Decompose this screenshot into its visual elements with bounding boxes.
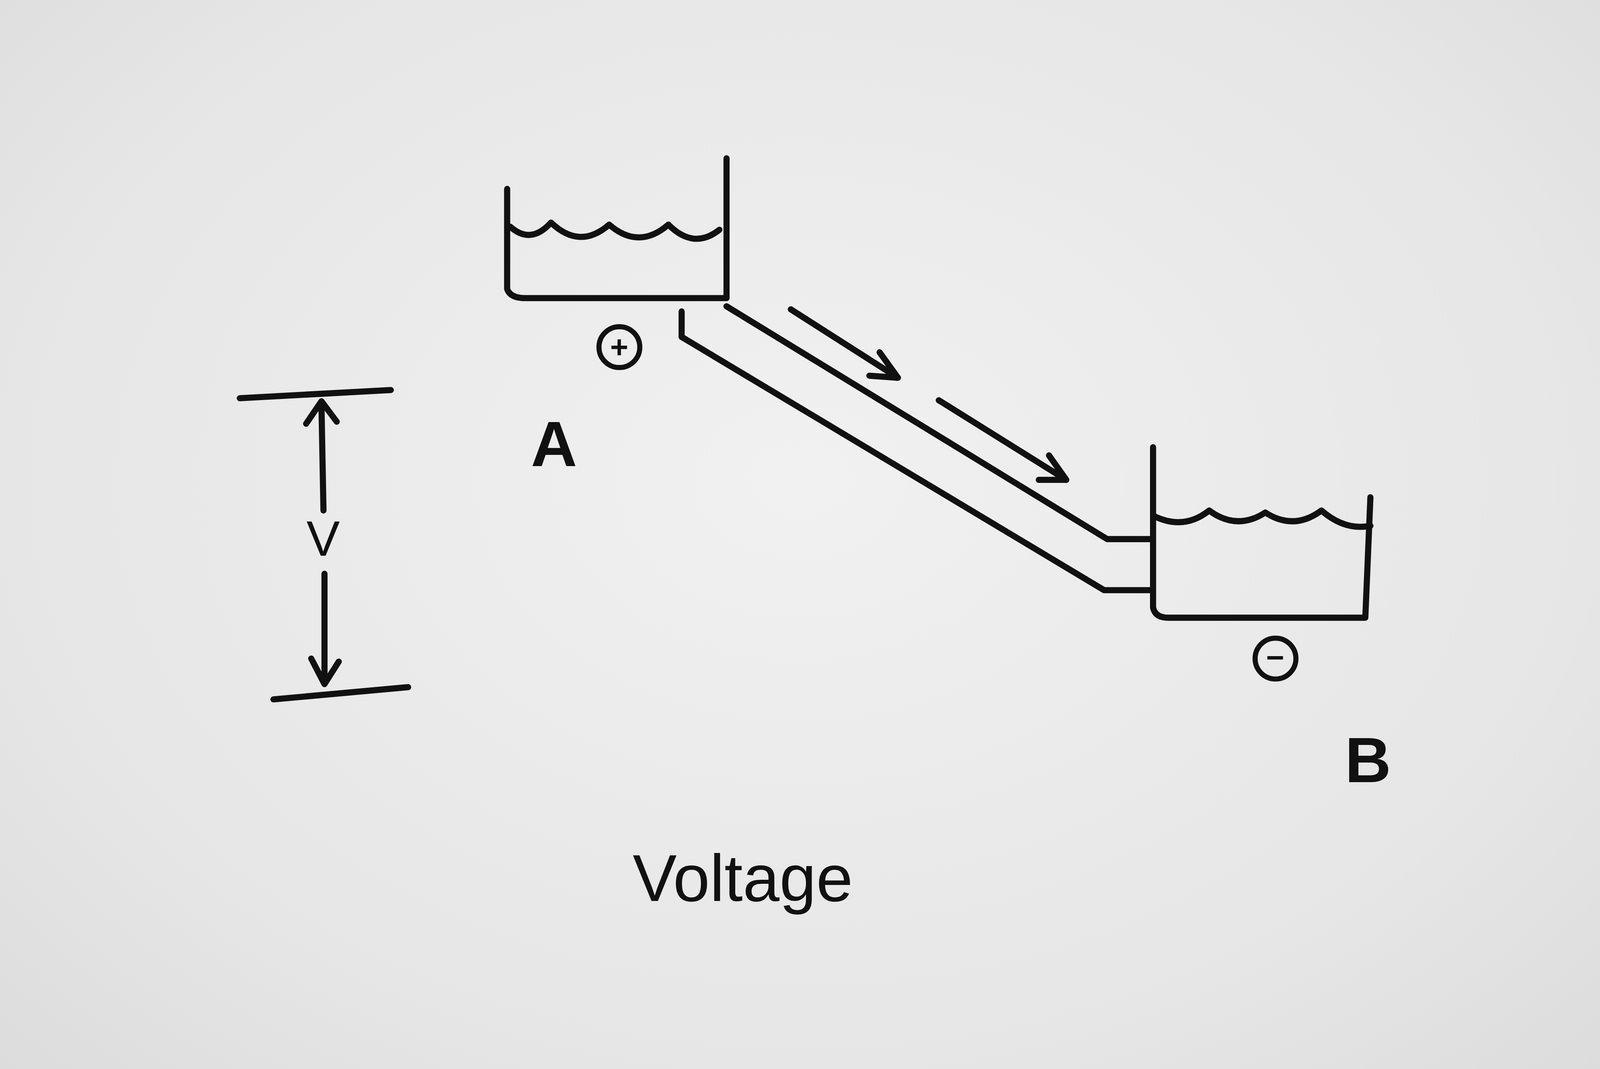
plus-sign: + [610,331,629,363]
minus-sign: − [1266,641,1285,673]
water-a [510,222,720,239]
pipe-lower [681,311,1151,590]
tank-b [1153,447,1371,618]
flow-arrow [790,309,898,378]
dimension-line [239,390,408,700]
dimension-label: V [306,513,340,564]
tank-a [507,158,727,299]
point-label: A [530,412,578,476]
charge-circle [598,326,640,368]
caption: Voltage [632,845,854,912]
water-b [1153,510,1371,527]
flow-arrow [938,400,1067,480]
point-label: B [1344,728,1392,792]
pipe-upper [726,306,1151,540]
charge-circle [1255,638,1296,679]
